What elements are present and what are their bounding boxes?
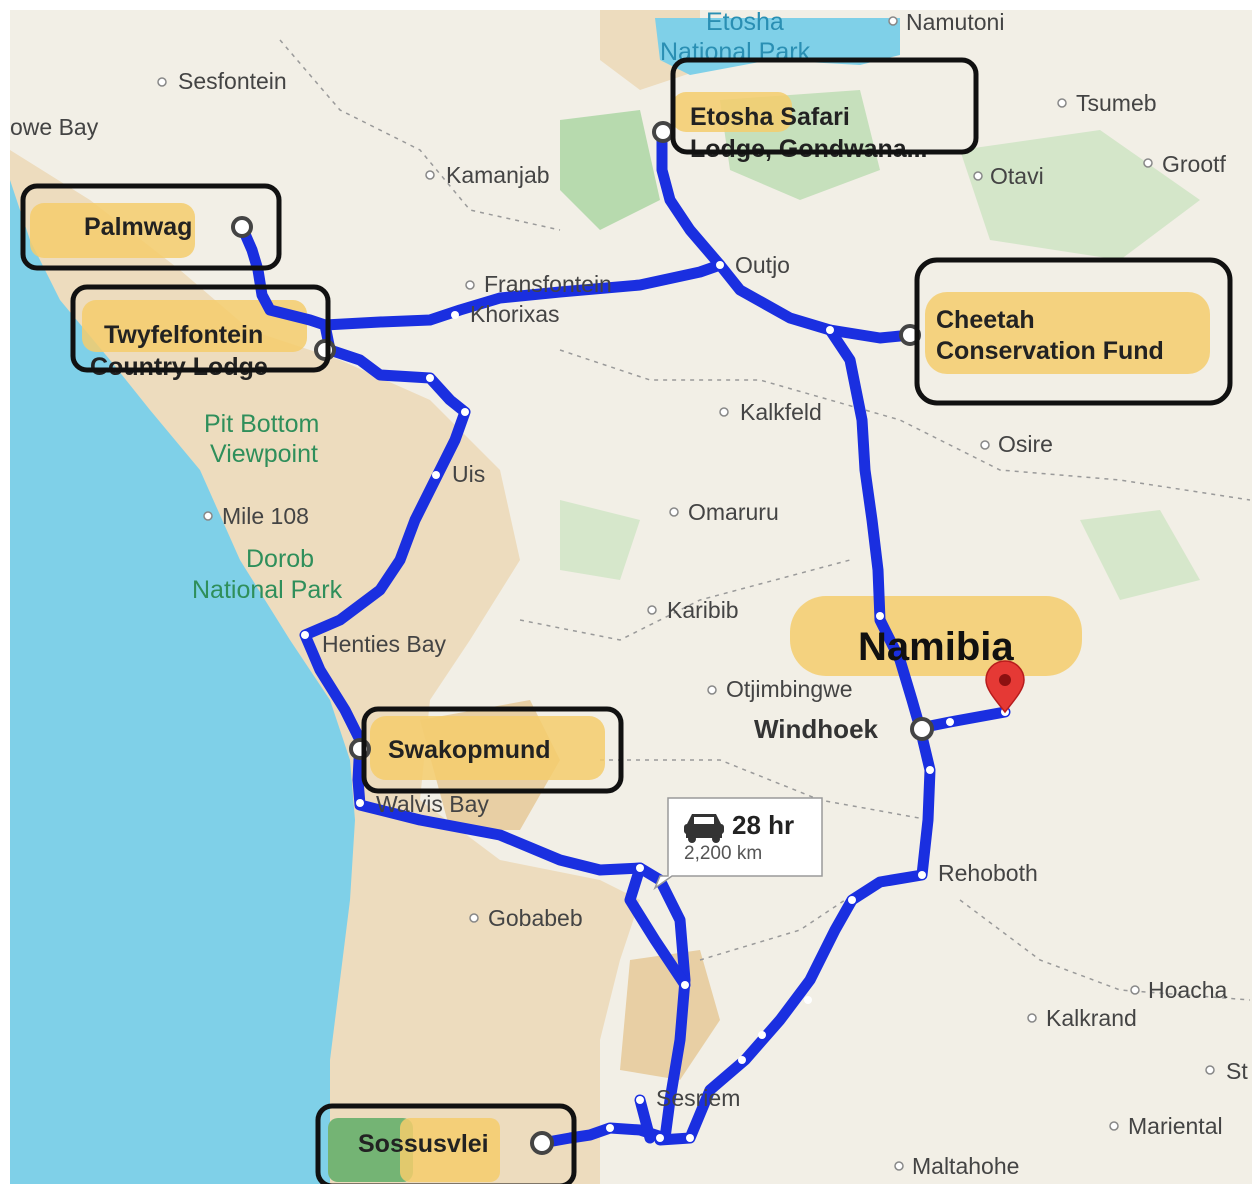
stop-marker-twyfelfontein[interactable]: [314, 339, 336, 361]
stop-label-swakopmund[interactable]: Swakopmund: [388, 736, 551, 764]
place-label: Maltahohe: [912, 1153, 1019, 1179]
park-area: [560, 500, 640, 580]
highlight-etosha: [672, 92, 792, 132]
place-label: Osire: [998, 431, 1053, 457]
place-label: Kalkfeld: [740, 399, 822, 425]
place-label: Grootf: [1162, 151, 1227, 177]
ocean: [10, 180, 355, 1184]
place-label: Otavi: [990, 163, 1044, 189]
location-pin-icon[interactable]: [985, 660, 1025, 714]
dune-area: [620, 950, 720, 1080]
park-label: Dorob: [246, 545, 314, 573]
stop-marker-windhoek[interactable]: [910, 717, 934, 741]
place-label: Outjo: [735, 252, 790, 278]
route-info-callout[interactable]: 28 hr 2,200 km: [653, 797, 823, 891]
annotation-frames: [20, 57, 1233, 1184]
place-label: owe Bay: [10, 114, 99, 140]
route-waypoints: [301, 261, 1009, 1142]
place-label: Sesfontein: [178, 68, 287, 94]
region-boundaries: [279, 39, 1251, 1001]
car-icon: [684, 814, 724, 843]
stop-label-etosha-cont: Lodge, Gondwana...: [690, 135, 928, 163]
place-label: Kalkrand: [1046, 1005, 1137, 1031]
place-dots: [157, 16, 1215, 1171]
place-label: Mile 108: [222, 503, 309, 529]
highlight-cheetah: [925, 292, 1210, 374]
country-label: Namibia: [858, 625, 1014, 669]
place-label: Hoacha: [1148, 977, 1227, 1003]
park-label: National Park: [192, 576, 343, 604]
place-label: Namutoni: [906, 9, 1004, 35]
highlight-swakopmund: [370, 716, 605, 780]
highlight-sossusvlei: [400, 1118, 500, 1182]
park-label: Etosha: [706, 8, 784, 36]
place-label: St: [1226, 1058, 1248, 1084]
place-label: Sesriem: [656, 1085, 740, 1111]
stop-marker-etosha[interactable]: [652, 121, 674, 143]
place-label: Tsumeb: [1076, 90, 1157, 116]
map-left-edge: [0, 0, 10, 1184]
place-label: Omaruru: [688, 499, 779, 525]
route-duration: 28 hr: [732, 810, 794, 840]
stop-label-palmwag[interactable]: Palmwag: [84, 213, 192, 241]
stop-label-cheetah-cont: Conservation Fund: [936, 337, 1164, 365]
stop-label-cheetah[interactable]: Cheetah: [936, 306, 1035, 334]
map-top-edge: [0, 0, 1252, 10]
park-area: [960, 130, 1200, 260]
stop-marker-palmwag[interactable]: [231, 216, 253, 238]
route-distance: 2,200 km: [684, 843, 762, 864]
place-label: Fransfontein: [484, 271, 612, 297]
park-area: [560, 110, 660, 230]
place-label: Walvis Bay: [376, 791, 489, 817]
place-label: Rehoboth: [938, 860, 1038, 886]
stop-label-twyfelfontein[interactable]: Twyfelfontein: [104, 321, 263, 349]
place-label: Uis: [452, 461, 485, 487]
place-label: Gobabeb: [488, 905, 583, 931]
place-label: Mariental: [1128, 1113, 1223, 1139]
stop-label-twyfelfontein-cont: Country Lodge: [90, 353, 268, 381]
stop-marker-sossusvlei[interactable]: [530, 1131, 554, 1155]
park-label: Viewpoint: [210, 440, 318, 468]
highlight-sossusvlei-green: [328, 1118, 413, 1182]
highlight-namibia: [790, 596, 1082, 676]
place-label: Khorixas: [470, 301, 559, 327]
park-area: [1080, 510, 1200, 600]
highlight-twyfelfontein: [82, 300, 307, 352]
highlight-palmwag: [30, 203, 195, 258]
stop-label-sossusvlei[interactable]: Sossusvlei: [358, 1130, 489, 1158]
capital-label: Windhoek: [754, 714, 879, 744]
park-label: Pit Bottom: [204, 410, 319, 438]
place-label: Karibib: [667, 597, 739, 623]
stop-label-etosha[interactable]: Etosha Safari: [690, 103, 850, 131]
place-label: Otjimbingwe: [726, 676, 853, 702]
place-label: Henties Bay: [322, 631, 447, 657]
place-label: Kamanjab: [446, 162, 550, 188]
